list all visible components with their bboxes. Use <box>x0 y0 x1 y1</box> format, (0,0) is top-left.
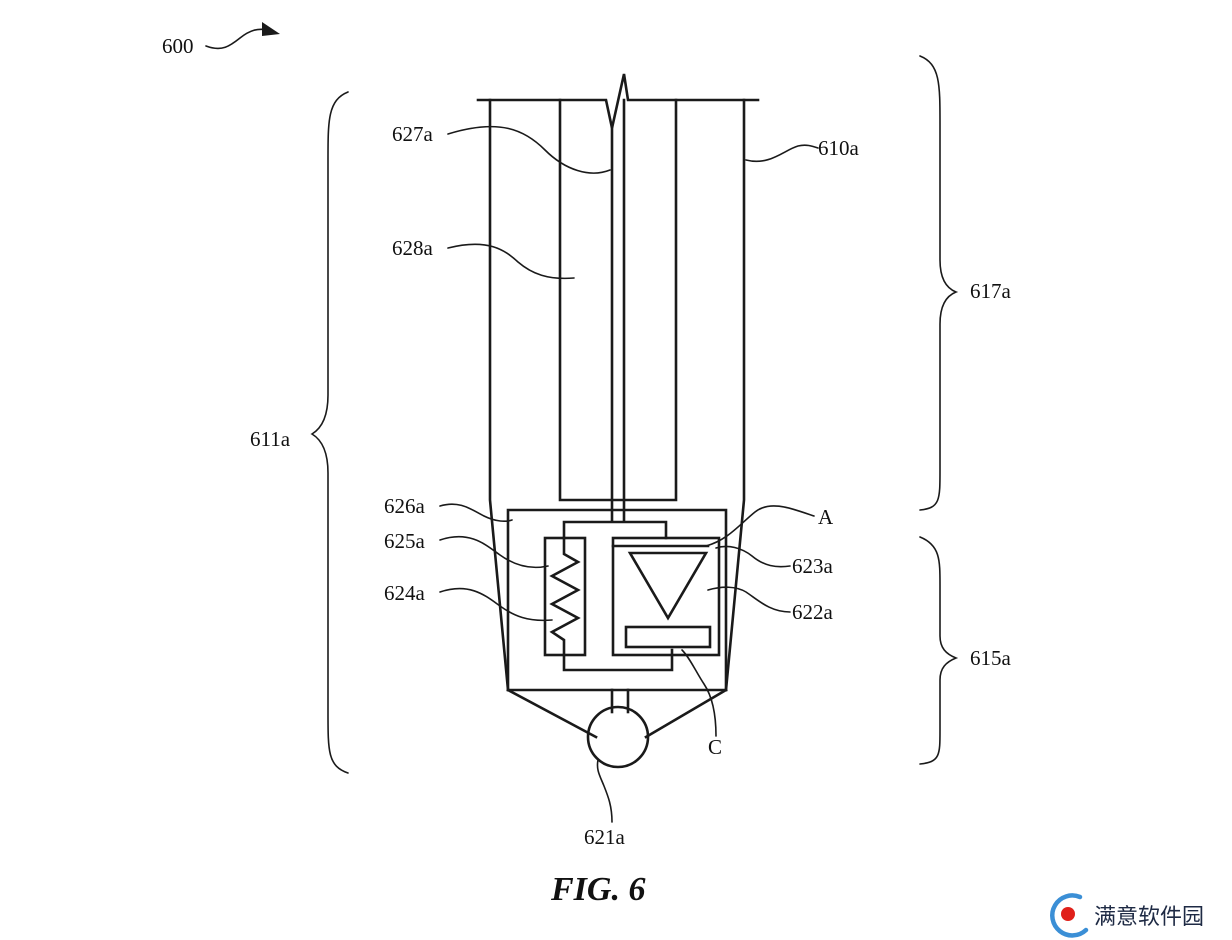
watermark-text: 满意软件园 <box>1094 905 1204 930</box>
label-628a: 628a <box>392 236 434 260</box>
label-600: 600 <box>162 34 194 58</box>
housing-outline <box>476 73 760 739</box>
brace-611a <box>310 91 349 774</box>
arrow-head-icon <box>262 22 280 36</box>
label-615a: 615a <box>970 646 1012 670</box>
brace-617a <box>919 55 959 511</box>
electronics-housing <box>506 508 728 769</box>
label-624a: 624a <box>384 581 426 605</box>
label-627a: 627a <box>392 122 434 146</box>
inner-chamber <box>558 98 678 522</box>
leader-lines <box>205 22 819 823</box>
brace-615a <box>919 536 959 765</box>
watermark-logo-icon <box>1050 893 1089 938</box>
label-610a: 610a <box>818 136 860 160</box>
label-622a: 622a <box>792 600 834 624</box>
label-611a: 611a <box>250 427 291 451</box>
reference-labels: 600 627a 610a 628a 617a 611a 626a A 625a… <box>162 34 1012 849</box>
watermark: 满意软件园 <box>1050 893 1204 938</box>
label-626a: 626a <box>384 494 426 518</box>
label-617a: 617a <box>970 279 1012 303</box>
label-625a: 625a <box>384 529 426 553</box>
label-621a: 621a <box>584 825 626 849</box>
label-623a: 623a <box>792 554 834 578</box>
label-A: A <box>818 505 834 529</box>
label-C: C <box>708 735 722 759</box>
figure-caption: FIG. 6 <box>550 871 645 908</box>
